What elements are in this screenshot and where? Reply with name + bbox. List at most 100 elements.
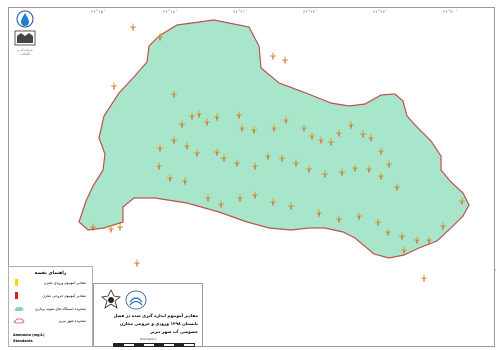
tick-label-4: ۴۶°۲۴' bbox=[303, 9, 318, 14]
sample-marker bbox=[270, 52, 276, 60]
sample-marker bbox=[271, 124, 277, 132]
sample-marker bbox=[328, 138, 334, 146]
map-title-line-3: خصوصی آب شهر تبریز bbox=[150, 329, 198, 334]
tick-label-1: ۴۶°۱۵' bbox=[91, 9, 106, 14]
sample-marker bbox=[440, 222, 446, 230]
tick-label-3: ۴۶°۲۱' bbox=[233, 9, 248, 14]
sample-marker bbox=[360, 130, 366, 138]
sample-marker bbox=[375, 218, 381, 226]
sample-marker bbox=[282, 56, 288, 64]
sample-marker bbox=[157, 33, 163, 41]
sample-marker bbox=[171, 136, 177, 144]
sample-marker bbox=[167, 174, 173, 182]
tick-label-6: ۴۶°۳۰' bbox=[443, 9, 458, 14]
sample-marker bbox=[205, 194, 211, 202]
sample-marker bbox=[288, 202, 294, 210]
sample-marker bbox=[318, 136, 324, 144]
organization-logos bbox=[14, 10, 36, 46]
sample-marker bbox=[426, 236, 432, 244]
tabriz-emblem-icon bbox=[101, 289, 121, 309]
sample-marker bbox=[179, 120, 185, 128]
map-legend: راهنمای نقشه مقادیر آمونیوم ورودی مخزن م… bbox=[8, 266, 93, 347]
sample-marker bbox=[394, 183, 400, 191]
sample-marker bbox=[234, 159, 240, 167]
sample-marker bbox=[301, 124, 307, 132]
sample-marker bbox=[218, 200, 224, 208]
legend-item-inlet: مقادیر آمونیوم ورودی مخزن bbox=[43, 281, 86, 285]
sample-marker bbox=[221, 154, 227, 162]
water-drop-icon bbox=[16, 10, 34, 28]
sample-marker bbox=[156, 162, 162, 170]
sample-marker bbox=[184, 142, 190, 150]
sample-marker bbox=[401, 246, 407, 254]
scale-label: Kilometers bbox=[140, 337, 157, 341]
sample-marker bbox=[236, 111, 242, 119]
sample-marker bbox=[252, 162, 258, 170]
sample-marker bbox=[494, 269, 496, 271]
sample-marker bbox=[414, 236, 420, 244]
map-title-line-2: تابستان ۱۳۹۸ ورودی و خروجی مخازن bbox=[119, 321, 198, 326]
legend-item-stations: محدوده ایستگاه های نمونه برداری bbox=[35, 307, 86, 311]
sample-marker bbox=[283, 116, 289, 124]
sample-marker bbox=[252, 191, 258, 199]
sample-marker bbox=[309, 132, 315, 140]
legend-swatch-city bbox=[13, 318, 25, 324]
legend-footer-ammonia: Ammonia (mg/L) bbox=[13, 333, 45, 337]
district-area bbox=[78, 19, 470, 259]
sample-marker bbox=[194, 149, 200, 157]
legend-footer-standards: Standards bbox=[13, 339, 33, 343]
water-company-logo-icon bbox=[125, 290, 147, 310]
sample-marker bbox=[251, 126, 257, 134]
sample-marker bbox=[108, 225, 114, 233]
sample-marker bbox=[385, 228, 391, 236]
sample-marker bbox=[157, 144, 163, 152]
sample-marker bbox=[111, 82, 117, 90]
sample-marker bbox=[134, 259, 140, 267]
sample-marker bbox=[265, 152, 271, 160]
sample-marker bbox=[459, 197, 465, 205]
sample-marker bbox=[378, 147, 384, 155]
sample-marker bbox=[214, 113, 220, 121]
sample-marker bbox=[189, 112, 195, 120]
building-emblem-icon bbox=[14, 30, 36, 46]
sample-marker bbox=[117, 223, 123, 231]
map-title-line-1: مقادیر آمونیوم اندازه گیری شده در فصل bbox=[113, 313, 198, 318]
sample-marker bbox=[196, 110, 202, 118]
sample-marker bbox=[171, 90, 177, 98]
sample-marker bbox=[316, 209, 322, 217]
sample-marker bbox=[366, 165, 372, 173]
sample-marker bbox=[399, 232, 405, 240]
legend-swatch-inlet bbox=[15, 279, 18, 286]
tick-label-5: ۴۶°۲۷' bbox=[373, 9, 388, 14]
sample-marker bbox=[306, 165, 312, 173]
tick-label-2: ۴۶°۱۸' bbox=[163, 9, 178, 14]
legend-item-city: محدوده شهر تبریز bbox=[58, 319, 86, 323]
sample-marker bbox=[214, 148, 220, 156]
sample-marker bbox=[293, 159, 299, 167]
sample-marker bbox=[336, 129, 342, 137]
legend-swatch-stations bbox=[14, 307, 24, 311]
sample-marker bbox=[386, 160, 392, 168]
sample-marker bbox=[339, 168, 345, 176]
sample-marker bbox=[348, 121, 354, 129]
sample-marker bbox=[352, 164, 358, 172]
sample-markers bbox=[90, 23, 496, 282]
sample-marker bbox=[239, 124, 245, 132]
sample-marker bbox=[356, 212, 362, 220]
sample-marker bbox=[421, 274, 427, 282]
sample-marker bbox=[204, 118, 210, 126]
sample-marker bbox=[182, 177, 188, 185]
sample-marker bbox=[237, 194, 243, 202]
sample-marker bbox=[322, 170, 328, 178]
sample-marker bbox=[279, 154, 285, 162]
legend-swatch-outlet bbox=[15, 292, 18, 299]
logo-caption: شرکت آب و فاضلاب bbox=[17, 48, 33, 56]
sample-marker bbox=[378, 172, 384, 180]
sample-marker bbox=[90, 223, 96, 231]
legend-item-outlet: مقادیر آمونیوم خروجی مخزن bbox=[42, 294, 86, 298]
map-title-block: مقادیر آمونیوم اندازه گیری شده در فصل تا… bbox=[93, 283, 203, 347]
sample-marker bbox=[130, 23, 136, 31]
legend-title: راهنمای نقشه bbox=[34, 271, 67, 276]
scale-bar bbox=[113, 343, 195, 347]
sample-marker bbox=[336, 215, 342, 223]
